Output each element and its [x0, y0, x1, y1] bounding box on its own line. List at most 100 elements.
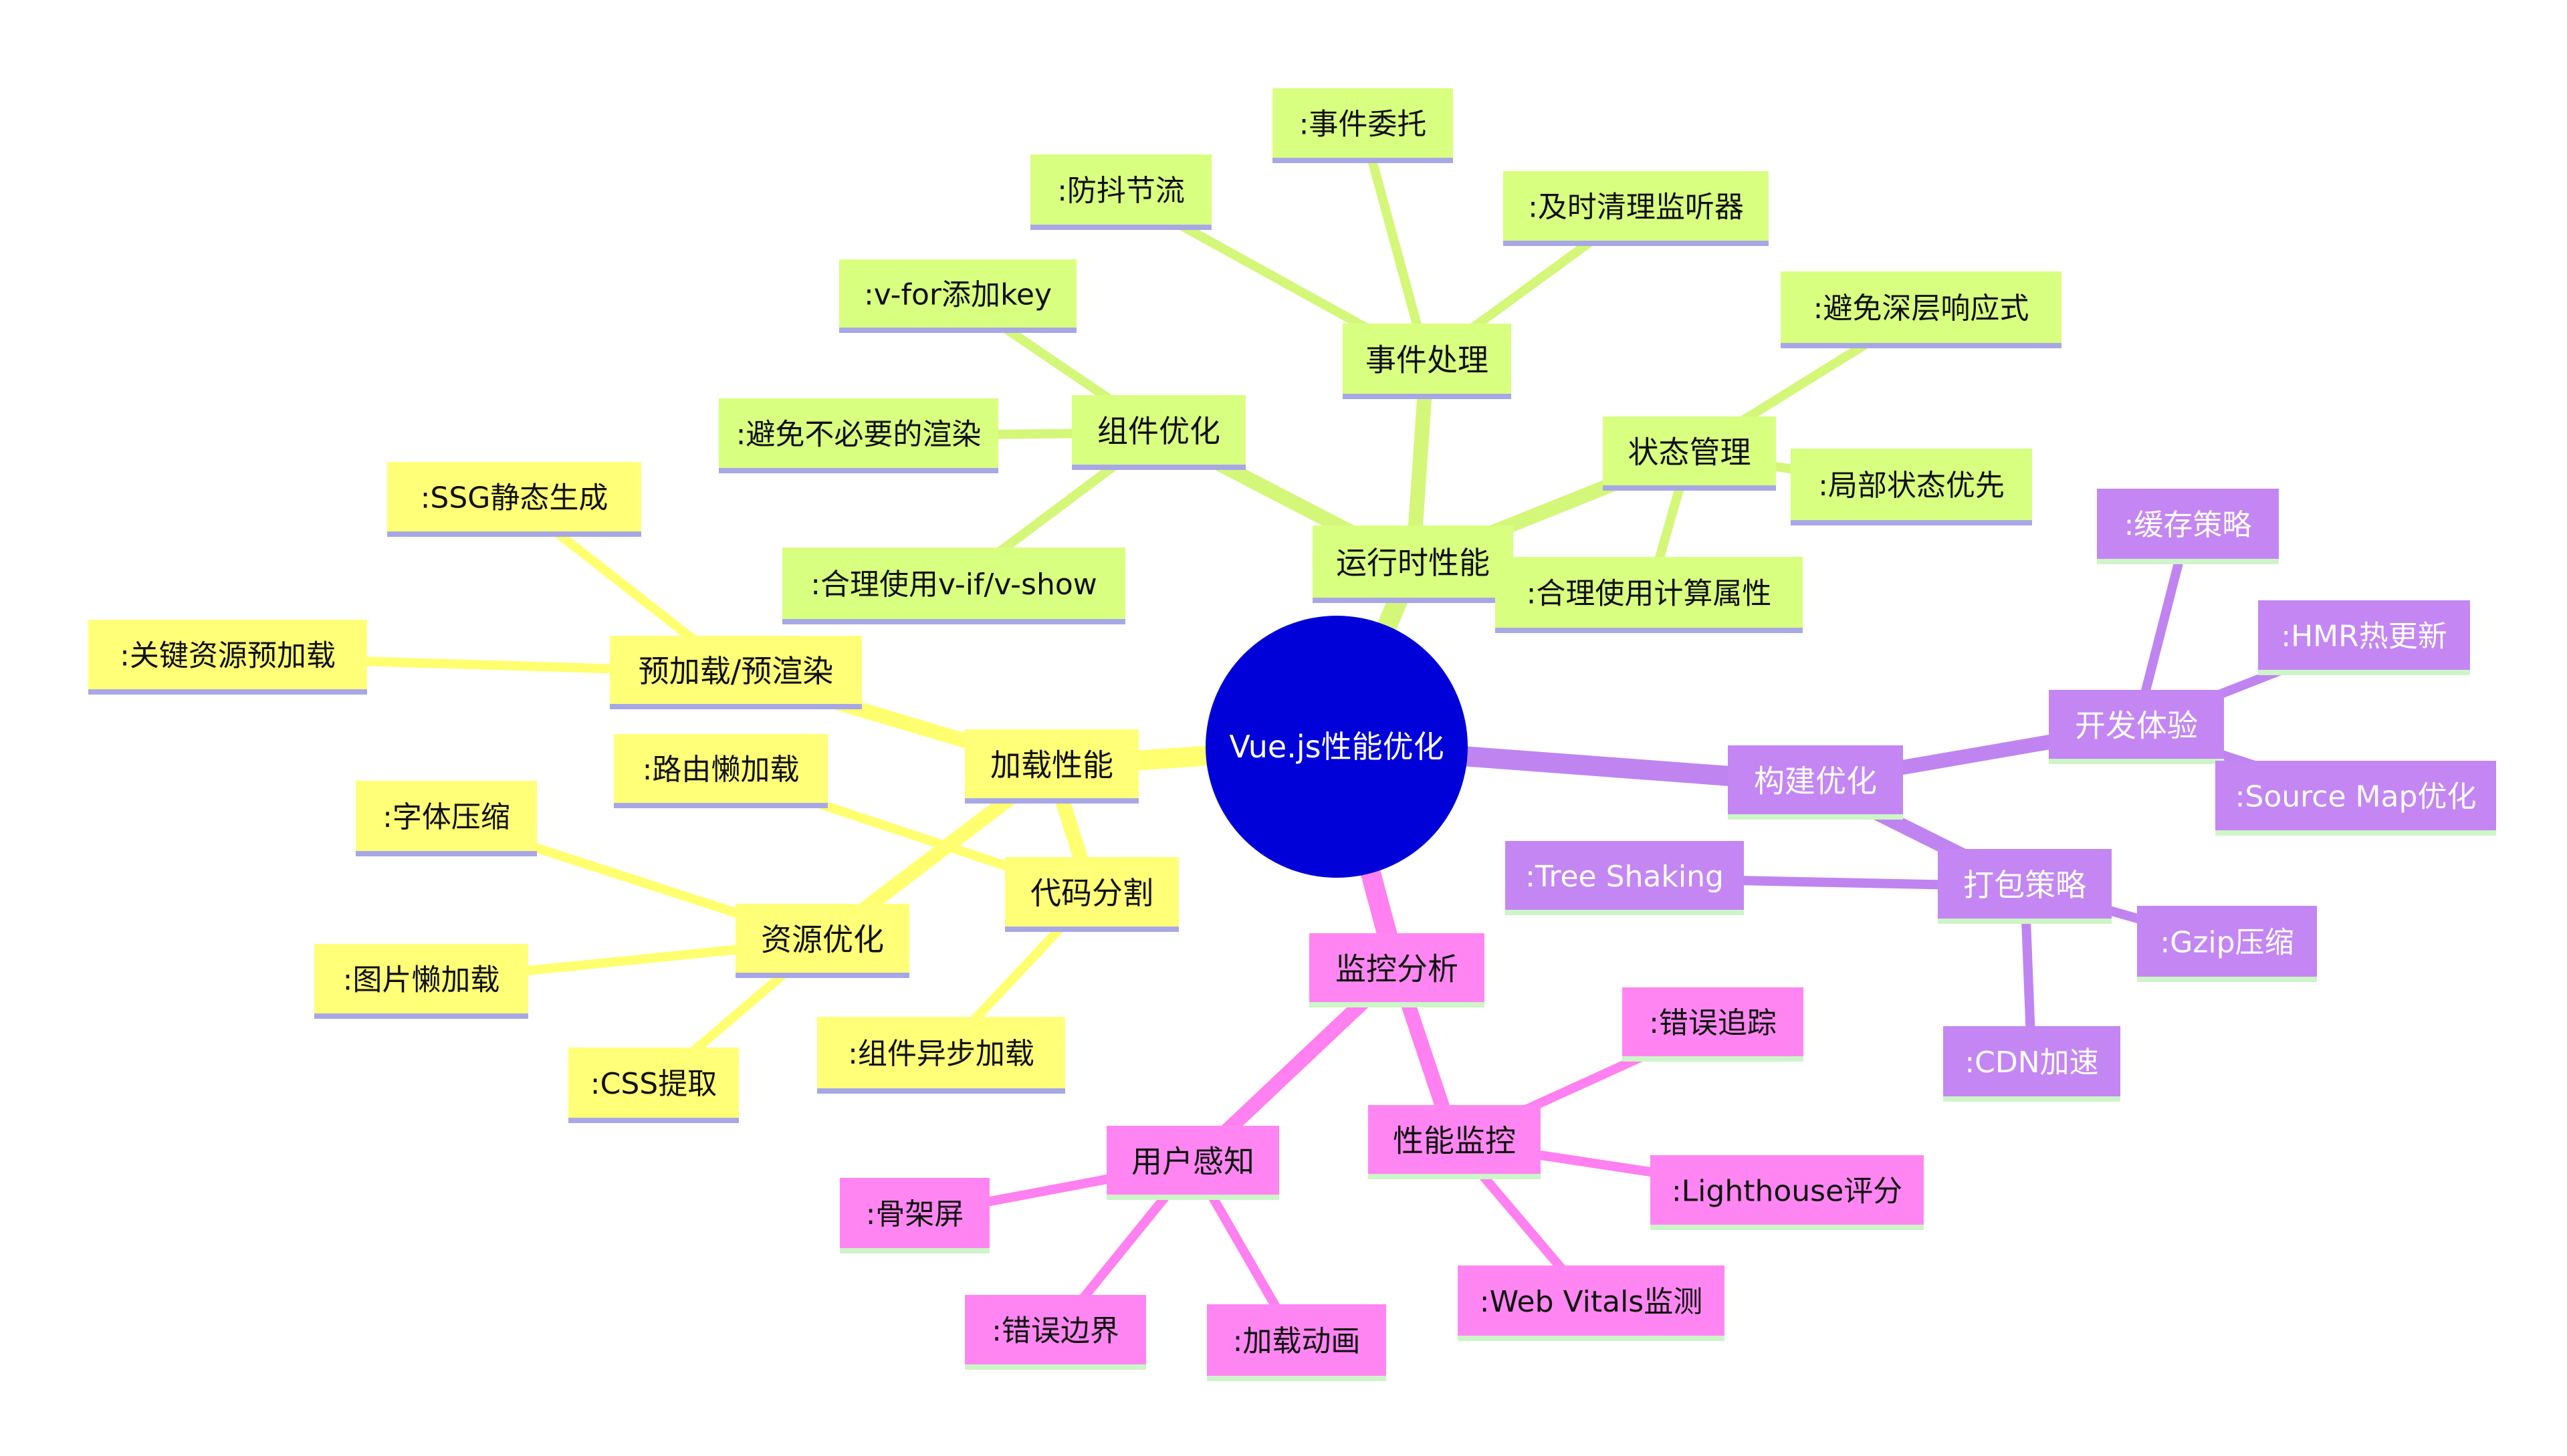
leaf-错误追踪[interactable]: :错误追踪 — [1622, 987, 1803, 1062]
leaf-tree-shaking[interactable]: :Tree Shaking — [1505, 841, 1744, 915]
leaf-合理使用计算属性-label: :合理使用计算属性 — [1527, 577, 1772, 611]
leaf-cdn加速-box — [1943, 1026, 2120, 1102]
subtopic-预加载-预渲染-underline — [610, 704, 862, 709]
leaf-hmr热更新-box — [2258, 600, 2470, 675]
subtopic-组件优化-label: 组件优化 — [1097, 413, 1220, 449]
leaf-lighthouse评分[interactable]: :Lighthouse评分 — [1650, 1155, 1924, 1230]
leaf-v-for添加key[interactable]: :v-for添加key — [839, 259, 1077, 333]
subtopic-代码分割[interactable]: 代码分割 — [1005, 857, 1179, 932]
leaf-缓存策略-box — [2097, 489, 2279, 564]
subtopic-用户感知-box — [1107, 1126, 1279, 1200]
subtopic-打包策略-label: 打包策略 — [1963, 867, 2086, 903]
edge-runtime-1-1 — [1358, 121, 1432, 366]
leaf-及时清理监听器[interactable]: :及时清理监听器 — [1503, 171, 1769, 246]
leaf-事件委托[interactable]: :事件委托 — [1272, 88, 1453, 163]
leaf-v-for添加key-box — [839, 259, 1077, 333]
leaf-lighthouse评分-label: :Lighthouse评分 — [1672, 1175, 1902, 1209]
subtopic-性能监控-label: 性能监控 — [1393, 1123, 1516, 1159]
subtopic-组件优化-underline — [1072, 465, 1246, 470]
leaf-加载动画[interactable]: :加载动画 — [1207, 1304, 1386, 1381]
leaf-错误边界-label: :错误边界 — [992, 1314, 1119, 1348]
leaf-字体压缩-label: :字体压缩 — [382, 800, 510, 834]
leaf-ssg静态生成-underline — [387, 531, 641, 537]
leaf-合理使用v-if-v-show-box — [782, 548, 1125, 624]
leaf-关键资源预加载[interactable]: :关键资源预加载 — [88, 620, 367, 695]
subtopic-打包策略-underline — [1938, 919, 2112, 924]
leaf-事件委托-underline — [1272, 158, 1453, 163]
leaf-v-for添加key-label: :v-for添加key — [864, 278, 1052, 312]
subtopic-组件优化[interactable]: 组件优化 — [1072, 395, 1246, 470]
leaf-关键资源预加载-label: :关键资源预加载 — [120, 639, 336, 673]
subtopic-状态管理-label: 状态管理 — [1628, 435, 1751, 471]
leaf-cdn加速[interactable]: :CDN加速 — [1943, 1026, 2120, 1102]
subtopic-打包策略[interactable]: 打包策略 — [1938, 849, 2112, 924]
leaf-css提取-box — [568, 1048, 739, 1123]
leaf-web-vitals监测-box — [1458, 1265, 1724, 1341]
subtopic-开发体验[interactable]: 开发体验 — [2049, 690, 2224, 764]
subtopic-事件处理-box — [1343, 324, 1511, 399]
leaf-骨架屏-label: :骨架屏 — [866, 1197, 964, 1231]
leaf-合理使用计算属性[interactable]: :合理使用计算属性 — [1495, 557, 1803, 633]
subtopic-状态管理-box — [1603, 416, 1776, 491]
leaf-避免不必要的渲染-label: :避免不必要的渲染 — [736, 418, 982, 452]
leaf-lighthouse评分-underline — [1650, 1225, 1924, 1230]
leaf-局部状态优先[interactable]: :局部状态优先 — [1791, 449, 2032, 525]
leaf-防抖节流[interactable]: :防抖节流 — [1030, 154, 1212, 230]
subtopic-用户感知[interactable]: 用户感知 — [1107, 1126, 1279, 1200]
leaf-错误追踪-underline — [1622, 1056, 1803, 1062]
leaf-合理使用v-if-v-show-label: :合理使用v-if/v-show — [810, 568, 1097, 602]
leaf-及时清理监听器-label: :及时清理监听器 — [1528, 191, 1744, 225]
subtopic-开发体验-box — [2049, 690, 2224, 764]
leaf-防抖节流-box — [1030, 154, 1212, 230]
leaf-ssg静态生成[interactable]: :SSG静态生成 — [387, 462, 641, 537]
branch-runtime[interactable]: 运行时性能 — [1313, 525, 1513, 603]
leaf-source-map优化[interactable]: :Source Map优化 — [2215, 761, 2496, 836]
root-circle — [1206, 616, 1468, 878]
leaf-避免不必要的渲染[interactable]: :避免不必要的渲染 — [719, 398, 998, 473]
leaf-及时清理监听器-box — [1503, 171, 1769, 246]
leaf-图片懒加载[interactable]: :图片懒加载 — [314, 944, 528, 1019]
leaf-hmr热更新[interactable]: :HMR热更新 — [2258, 600, 2470, 675]
leaf-字体压缩[interactable]: :字体压缩 — [356, 781, 537, 856]
subtopic-事件处理[interactable]: 事件处理 — [1343, 324, 1511, 399]
leaf-gzip压缩-label: :Gzip压缩 — [2160, 926, 2294, 960]
leaf-局部状态优先-box — [1791, 449, 2032, 525]
leaf-ssg静态生成-box — [387, 462, 641, 537]
leaf-web-vitals监测-label: :Web Vitals监测 — [1480, 1285, 1702, 1319]
leaf-加载动画-box — [1207, 1304, 1386, 1381]
leaf-骨架屏[interactable]: :骨架屏 — [840, 1178, 990, 1253]
leaf-事件委托-box — [1272, 88, 1453, 163]
leaf-合理使用v-if-v-show-underline — [782, 619, 1125, 624]
leaf-gzip压缩[interactable]: :Gzip压缩 — [2137, 906, 2317, 982]
leaf-组件异步加载-box — [817, 1017, 1065, 1094]
leaf-hmr热更新-underline — [2258, 670, 2470, 675]
leaf-合理使用v-if-v-show[interactable]: :合理使用v-if/v-show — [782, 548, 1125, 624]
leaf-css提取-underline — [568, 1118, 739, 1123]
branch-monitor[interactable]: 监控分析 — [1309, 933, 1484, 1007]
branch-build[interactable]: 构建优化 — [1728, 745, 1903, 820]
root-node[interactable]: Vue.js性能优化 — [1206, 616, 1468, 878]
leaf-路由懒加载[interactable]: :路由懒加载 — [614, 734, 828, 808]
leaf-组件异步加载[interactable]: :组件异步加载 — [817, 1017, 1065, 1094]
leaf-css提取-label: :CSS提取 — [590, 1067, 717, 1101]
leaf-source-map优化-label: :Source Map优化 — [2235, 780, 2477, 814]
subtopic-预加载-预渲染[interactable]: 预加载/预渲染 — [610, 636, 862, 709]
leaf-组件异步加载-label: :组件异步加载 — [848, 1037, 1034, 1071]
subtopic-资源优化[interactable]: 资源优化 — [736, 904, 909, 978]
subtopic-开发体验-label: 开发体验 — [2075, 708, 2198, 744]
leaf-source-map优化-box — [2215, 761, 2496, 836]
leaf-避免深层响应式-label: :避免深层响应式 — [1813, 291, 2029, 326]
subtopic-性能监控[interactable]: 性能监控 — [1368, 1105, 1541, 1179]
leaf-错误追踪-label: :错误追踪 — [1649, 1006, 1777, 1040]
leaf-避免深层响应式[interactable]: :避免深层响应式 — [1781, 271, 2061, 348]
subtopic-状态管理[interactable]: 状态管理 — [1603, 416, 1776, 491]
branch-runtime-underline — [1313, 598, 1513, 603]
branch-load[interactable]: 加载性能 — [965, 729, 1139, 804]
leaf-错误边界[interactable]: :错误边界 — [965, 1295, 1146, 1370]
leaf-缓存策略[interactable]: :缓存策略 — [2097, 489, 2279, 564]
leaf-防抖节流-label: :防抖节流 — [1057, 174, 1185, 208]
leaf-web-vitals监测[interactable]: :Web Vitals监测 — [1458, 1265, 1724, 1341]
root-label: Vue.js性能优化 — [1229, 729, 1444, 765]
leaf-v-for添加key-underline — [839, 328, 1077, 333]
leaf-css提取[interactable]: :CSS提取 — [568, 1048, 739, 1123]
